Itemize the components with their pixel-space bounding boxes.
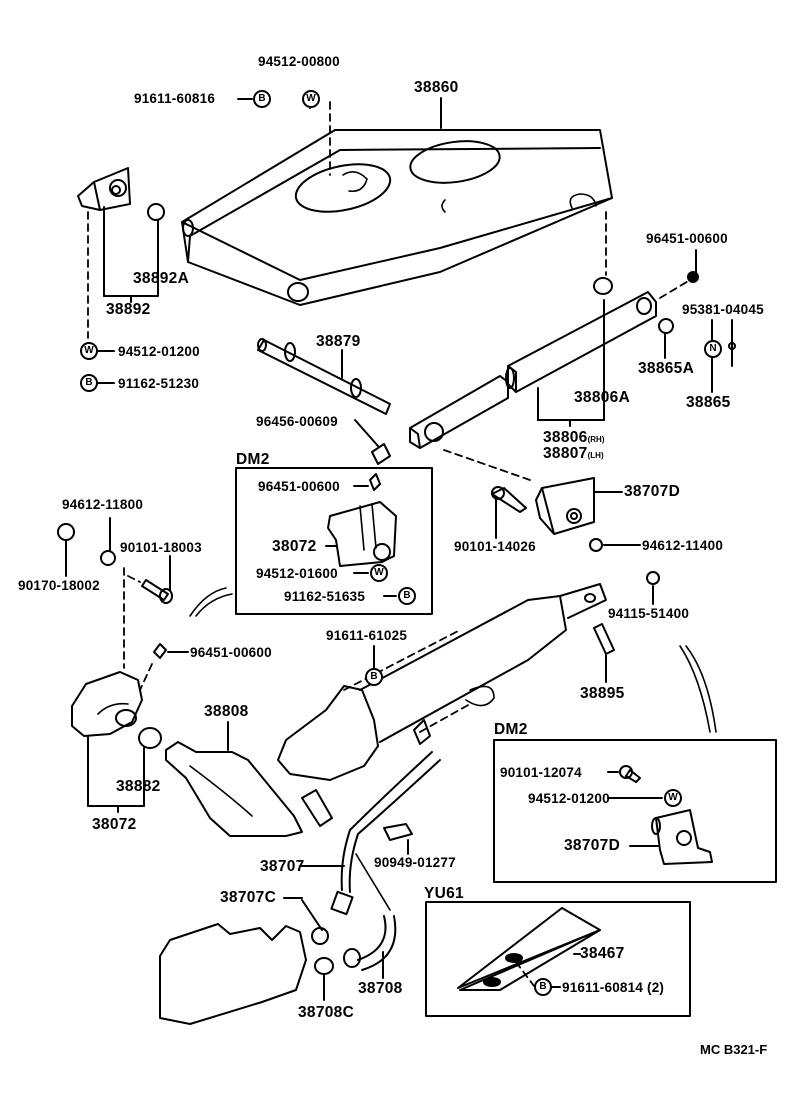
label-94612-11800[interactable]: 94612-11800 bbox=[62, 497, 144, 512]
label-38892[interactable]: 38892 bbox=[106, 301, 151, 318]
label-38892A[interactable]: 38892A bbox=[133, 270, 190, 287]
nut-94612-11400 bbox=[589, 538, 603, 552]
label-38807-side: (LH) bbox=[587, 451, 604, 460]
dm2-lower-title: DM2 bbox=[494, 721, 528, 738]
fitting-38708C bbox=[314, 957, 334, 975]
bolt-90101-18003 bbox=[141, 579, 169, 601]
label-38467[interactable]: 38467 bbox=[580, 945, 625, 962]
part-38467-cover bbox=[457, 907, 601, 991]
label-91611-60814-number: 91611-60814 bbox=[562, 980, 644, 995]
label-38879[interactable]: 38879 bbox=[316, 333, 361, 350]
part-38808-boot bbox=[165, 721, 303, 837]
nut-94115 bbox=[646, 571, 660, 585]
label-94512-00800[interactable]: 94512-00800 bbox=[258, 54, 340, 69]
label-38707C[interactable]: 38707C bbox=[220, 889, 277, 906]
washer-symbol-icon: W bbox=[80, 342, 98, 360]
nut-96451 bbox=[687, 271, 699, 283]
washer-symbol-icon: W bbox=[370, 564, 388, 582]
label-96451-00600-dm2[interactable]: 96451-00600 bbox=[258, 479, 340, 494]
bolt-symbol-icon: B bbox=[80, 374, 98, 392]
part-38072-bracket-dm2 bbox=[325, 473, 397, 567]
dm2-lower-box bbox=[493, 739, 777, 883]
leader-dash bbox=[659, 279, 691, 299]
label-94512-01200-dm2[interactable]: 94512-01200 bbox=[528, 791, 610, 806]
label-38882[interactable]: 38882 bbox=[116, 778, 161, 795]
washer-38865A bbox=[658, 318, 674, 334]
nut-symbol-icon: N bbox=[704, 340, 722, 358]
label-38806A[interactable]: 38806A bbox=[574, 389, 631, 406]
label-94512-01600[interactable]: 94512-01600 bbox=[256, 566, 338, 581]
label-38707D-dm2[interactable]: 38707D bbox=[564, 837, 621, 854]
dm2-upper-box bbox=[235, 467, 433, 615]
bolt-symbol-icon: B bbox=[534, 978, 552, 996]
label-90101-12074[interactable]: 90101-12074 bbox=[500, 765, 582, 780]
washer-94612-11800 bbox=[100, 550, 116, 566]
bolt-symbol-icon: B bbox=[365, 668, 383, 686]
part-38707D-bracket bbox=[535, 477, 623, 535]
bolt-symbol-icon: B bbox=[398, 587, 416, 605]
label-91162-51230[interactable]: 91162-51230 bbox=[118, 376, 200, 391]
part-38708-hose bbox=[343, 915, 397, 971]
label-38865A[interactable]: 38865A bbox=[638, 360, 695, 377]
washer-symbol-icon: W bbox=[664, 789, 682, 807]
part-38892-bracket bbox=[77, 167, 165, 303]
label-38860[interactable]: 38860 bbox=[414, 79, 459, 96]
part-pump-body bbox=[159, 923, 307, 1025]
label-38807[interactable]: 38807(LH) bbox=[543, 446, 604, 462]
label-91611-60814[interactable]: 91611-60814 (2) bbox=[562, 981, 664, 995]
label-91611-60816[interactable]: 91611-60816 bbox=[134, 91, 216, 106]
label-38806-side: (RH) bbox=[587, 435, 605, 444]
bushing-38806A bbox=[593, 277, 613, 295]
label-91611-61025[interactable]: 91611-61025 bbox=[326, 628, 408, 643]
dm2-upper-title: DM2 bbox=[236, 451, 270, 468]
bolt-90101-14026 bbox=[491, 487, 527, 513]
label-91611-60814-qty: (2) bbox=[647, 980, 665, 995]
label-38806[interactable]: 38806(RH) bbox=[543, 430, 605, 446]
label-94612-11400[interactable]: 94612-11400 bbox=[642, 538, 724, 553]
label-90101-14026[interactable]: 90101-14026 bbox=[454, 539, 536, 554]
part-38072-housing bbox=[71, 671, 162, 813]
label-38707[interactable]: 38707 bbox=[260, 858, 305, 875]
yu61-title: YU61 bbox=[424, 885, 464, 902]
part-38707-hose bbox=[301, 751, 441, 916]
label-90949-01277[interactable]: 90949-01277 bbox=[374, 855, 456, 870]
label-94115-51400[interactable]: 94115-51400 bbox=[608, 606, 690, 621]
yu61-box bbox=[425, 901, 691, 1017]
label-91162-51635[interactable]: 91162-51635 bbox=[284, 589, 366, 604]
label-96451-00600-left[interactable]: 96451-00600 bbox=[190, 645, 272, 660]
nut-90170 bbox=[57, 523, 75, 541]
part-38860-bracket bbox=[181, 97, 613, 306]
washer-symbol-icon: W bbox=[302, 90, 320, 108]
diagram-code: MC B321-F bbox=[700, 1042, 768, 1057]
label-90101-18003[interactable]: 90101-18003 bbox=[120, 540, 202, 555]
label-38707D[interactable]: 38707D bbox=[624, 483, 681, 500]
label-38708[interactable]: 38708 bbox=[358, 980, 403, 997]
clamp-90949 bbox=[383, 823, 413, 841]
part-steering-column bbox=[277, 583, 607, 781]
part-38895-pin bbox=[593, 623, 615, 655]
label-96451-00600[interactable]: 96451-00600 bbox=[646, 231, 728, 246]
label-38708C[interactable]: 38708C bbox=[298, 1004, 355, 1021]
label-94512-01200[interactable]: 94512-01200 bbox=[118, 344, 200, 359]
label-38895[interactable]: 38895 bbox=[580, 685, 625, 702]
bolt-symbol-icon: B bbox=[253, 90, 271, 108]
stopper-96456 bbox=[371, 443, 391, 465]
part-38879-shaft bbox=[257, 338, 391, 415]
label-38865[interactable]: 38865 bbox=[686, 394, 731, 411]
part-38806-arm bbox=[409, 291, 657, 449]
label-38806-number: 38806 bbox=[543, 429, 588, 446]
label-38072[interactable]: 38072 bbox=[92, 816, 137, 833]
label-96456-00609[interactable]: 96456-00609 bbox=[256, 414, 338, 429]
part-38707D-bracket-dm2 bbox=[629, 809, 713, 865]
nut-96451-c bbox=[153, 643, 167, 659]
label-38807-number: 38807 bbox=[543, 445, 588, 462]
leader-dash bbox=[443, 449, 531, 481]
fitting-38707C bbox=[311, 927, 329, 945]
label-38808[interactable]: 38808 bbox=[204, 703, 249, 720]
label-38072-dm2[interactable]: 38072 bbox=[272, 538, 317, 555]
label-95381-04045[interactable]: 95381-04045 bbox=[682, 302, 764, 317]
label-90170-18002[interactable]: 90170-18002 bbox=[18, 578, 100, 593]
